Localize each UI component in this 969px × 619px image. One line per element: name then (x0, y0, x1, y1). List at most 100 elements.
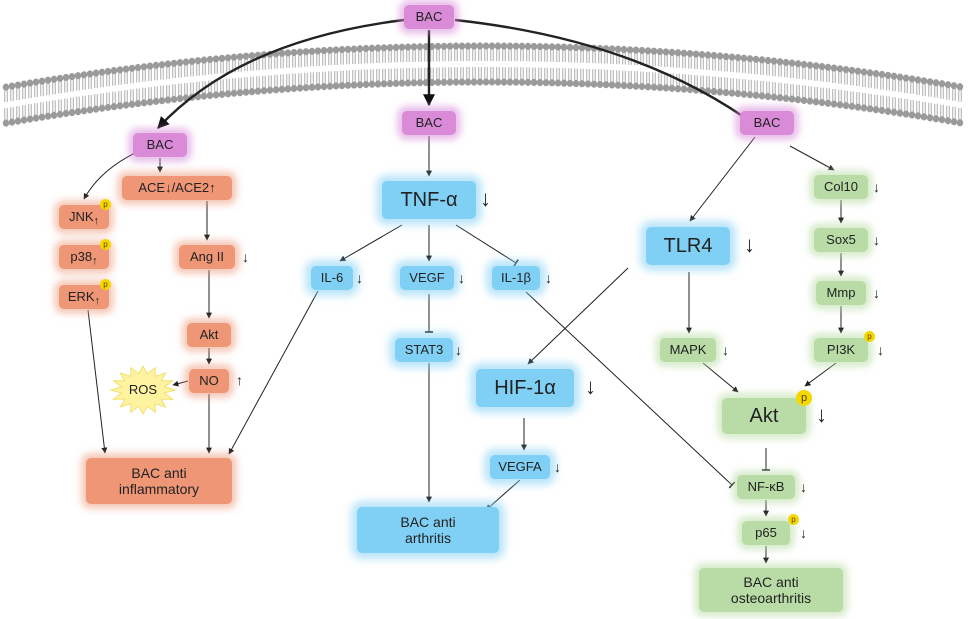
lipid-head-inner (674, 85, 682, 93)
lipid-pair (170, 59, 178, 103)
lipid-head-outer (482, 42, 490, 50)
col10-node: Col10 (814, 175, 868, 199)
lipid-head-inner (920, 113, 928, 121)
lipid-head-inner (452, 78, 460, 86)
lipid-pair (680, 49, 688, 93)
lipid-head-outer (398, 43, 406, 51)
lipid-pair (110, 67, 118, 111)
lipid-pair (572, 43, 580, 88)
lipid-tail (838, 71, 842, 102)
lipid-tail (544, 49, 548, 80)
lipid-tail (562, 50, 566, 81)
sox5-down-arrow: ↓ (873, 232, 880, 248)
lipid-head-outer (500, 42, 508, 50)
lipid-pair (422, 43, 430, 87)
lipid-head-outer (896, 73, 904, 81)
stat3-node: STAT3 (395, 338, 453, 362)
lipid-head-inner (14, 117, 22, 125)
lipid-tail (16, 88, 20, 119)
lipid-tail (178, 65, 182, 96)
lipid-head-outer (128, 64, 136, 72)
lipid-tail (532, 49, 536, 80)
lipid-tail (724, 59, 728, 90)
lipid-head-outer (242, 52, 250, 60)
lipid-pair (200, 56, 208, 100)
lipid-head-inner (890, 108, 898, 116)
lipid-head-outer (296, 48, 304, 56)
lipid-head-inner (572, 79, 580, 88)
lipid-pair (728, 53, 736, 97)
lipid-head-outer (566, 43, 574, 51)
lipid-head-inner (332, 82, 340, 90)
lipid-tail (400, 50, 404, 81)
lipid-head-inner (908, 111, 916, 119)
lipid-tail (916, 82, 920, 113)
lipid-head-outer (710, 51, 718, 60)
lipid-head-inner (530, 78, 538, 87)
lipid-pair (464, 42, 472, 86)
lipid-tail (256, 58, 260, 89)
lipid-pair (272, 50, 280, 94)
col10-down-arrow: ↓ (873, 179, 880, 195)
lipid-head-inner (818, 98, 826, 107)
lipid-pair (8, 82, 16, 126)
lipid-head-outer (692, 50, 700, 58)
lipid-pair (758, 56, 766, 100)
lipid-tail (22, 87, 26, 118)
lipid-head-inner (104, 103, 112, 112)
lipid-head-outer (314, 47, 322, 55)
lipid-pair (638, 46, 646, 91)
arrow-tlr4-to-hif (527, 267, 629, 365)
lipid-head-outer (860, 68, 868, 76)
akt-node-right: Akt (722, 398, 806, 434)
lipid-head-outer (56, 74, 64, 82)
lipid-tail (934, 85, 938, 116)
lipid-tail (844, 72, 848, 103)
lipid-pair (812, 62, 820, 106)
lipid-head-inner (260, 87, 268, 95)
p38-label: p38 (70, 248, 93, 264)
lipid-tail (262, 57, 266, 88)
lipid-head-outer (686, 50, 694, 58)
lipid-pair (428, 42, 436, 87)
lipid-tail (490, 49, 494, 80)
lipid-pair (302, 48, 310, 92)
lipid-pair (914, 76, 922, 120)
lipid-tail (280, 56, 284, 87)
lipid-head-outer (404, 43, 412, 51)
lipid-head-outer (26, 79, 34, 87)
bac-node-top: BAC (404, 5, 454, 29)
lipid-pair (578, 44, 586, 88)
lipid-head-inner (860, 104, 868, 112)
lipid-head-outer (506, 42, 514, 50)
lipid-tail (952, 88, 956, 119)
lipid-head-outer (806, 61, 814, 69)
lipid-head-inner (368, 80, 376, 88)
lipid-head-inner (902, 110, 910, 118)
akt-phospho-badge: p (796, 390, 812, 406)
lipid-head-outer (650, 47, 658, 55)
lipid-head-inner (338, 82, 346, 90)
lipid-tail (124, 72, 128, 103)
lipid-head-outer (716, 52, 724, 60)
lipid-pair (206, 55, 214, 100)
lipid-pair (68, 72, 76, 117)
lipid-pair (158, 61, 166, 105)
lipid-tail (874, 76, 878, 107)
lipid-head-outer (362, 44, 370, 53)
lipid-tail (760, 62, 764, 93)
lipid-tail (406, 50, 410, 81)
lipid-tail (298, 55, 302, 86)
arrow-tnf-to-il6 (339, 224, 403, 262)
lipid-head-inner (686, 86, 694, 94)
lipid-head-inner (542, 79, 550, 87)
lipid-head-outer (140, 63, 148, 71)
lipid-pair (50, 75, 58, 119)
lipid-pair (710, 51, 718, 96)
lipid-head-outer (452, 42, 460, 50)
lipid-head-inner (362, 80, 370, 89)
tnf-alpha-node: TNF-α (382, 181, 476, 219)
lipid-tail (70, 79, 74, 110)
lipid-tail (418, 49, 422, 80)
lipid-tail (502, 49, 506, 80)
